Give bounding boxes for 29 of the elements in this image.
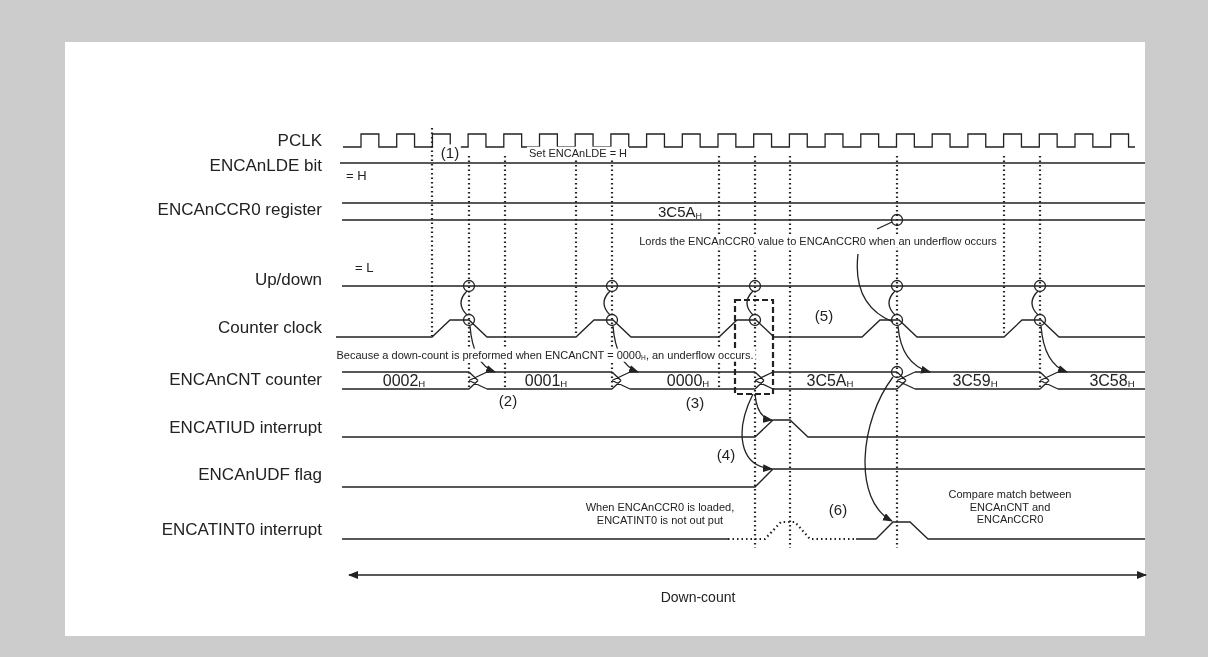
signal-name: ENCAnUDF flag bbox=[198, 465, 322, 485]
bus-value: 3C58$_{H}$ bbox=[1089, 371, 1135, 391]
signal-name: ENCAnCNT counter bbox=[169, 370, 322, 390]
signal-name: ENCAnCCR0 register bbox=[157, 200, 322, 220]
callout-number: (3) bbox=[685, 394, 705, 412]
bus-value: 0001$_{H}$ bbox=[524, 371, 568, 391]
callout-number: (2) bbox=[498, 392, 518, 410]
bus-value: 3C5A$_{H}$ bbox=[806, 371, 854, 391]
callout-number: (5) bbox=[814, 307, 834, 325]
bus-value: 3C59$_{H}$ bbox=[952, 371, 998, 391]
callout-number: (4) bbox=[716, 446, 736, 464]
bus-value: 3C5A$_{H}$ bbox=[658, 203, 702, 221]
callout-number: (1) bbox=[438, 144, 462, 162]
signal-name: ENCATINT0 interrupt bbox=[161, 520, 322, 540]
signal-name: ENCATIUD interrupt bbox=[169, 418, 322, 438]
signal-name: Up/down bbox=[254, 270, 322, 290]
signal-name: ENCAnLDE bit bbox=[209, 156, 322, 176]
annotation-text: Set ENCAnLDE = H bbox=[526, 146, 630, 160]
bus-value: 0002$_{H}$ bbox=[382, 371, 426, 391]
level-note: = L bbox=[355, 260, 374, 276]
signal-name: Counter clock bbox=[218, 318, 322, 338]
signal-name: PCLK bbox=[277, 131, 322, 151]
annotation-text: Compare match between ENCAnCNT and ENCAnCCR0 bbox=[947, 488, 1073, 526]
annotation-text: Lords the ENCAnCCR0 value to ENCAnCCR0 when an underflow occurs bbox=[637, 234, 999, 248]
annotation-text: Because a down-count is preformed when ENCAnCNT = 0000$_{H}$, an underflow occurs. bbox=[334, 348, 756, 362]
span-label: Down-count bbox=[660, 588, 736, 606]
callout-number: (6) bbox=[828, 501, 848, 519]
level-note: = H bbox=[346, 168, 367, 184]
bus-value: 0000$_{H}$ bbox=[666, 371, 710, 391]
